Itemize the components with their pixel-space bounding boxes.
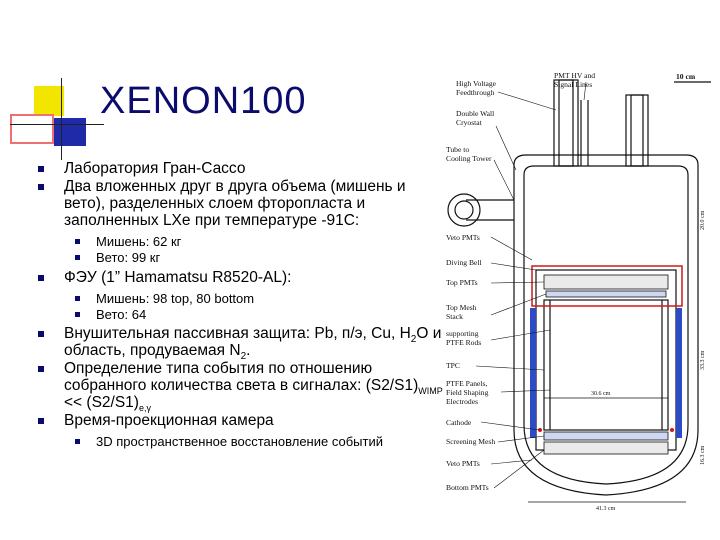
subscript: e,γ — [138, 403, 151, 414]
bullet-marker — [38, 418, 44, 424]
bullet-text: Лаборатория Гран-Сассо — [64, 160, 246, 177]
sub-bullet-target-mass: Мишень: 62 кг — [36, 234, 446, 250]
cooling-flange-inner — [454, 200, 474, 220]
sub-bullet-text: Вето: 64 — [96, 307, 147, 322]
bullet-text-part: << (S2/S1) — [64, 394, 139, 411]
subscript: 2 — [410, 334, 417, 346]
bullet-marker — [75, 296, 80, 301]
subscript: WIMP — [418, 386, 443, 397]
tpc-inner — [543, 299, 669, 431]
horizontal-rule — [10, 124, 104, 125]
label-hv2: Feedthrough — [456, 88, 495, 97]
blue-square — [54, 118, 86, 146]
bullet-marker — [38, 366, 44, 372]
bullet-marker — [75, 439, 80, 444]
corner-decoration — [0, 0, 110, 160]
bullet-marker — [38, 331, 44, 337]
bullet-text-part: Определение типа события по отношению со… — [64, 360, 419, 394]
label-dwc2: Cryostat — [456, 118, 483, 127]
label-cathode: Cathode — [446, 418, 472, 427]
cooling-flange — [447, 193, 481, 227]
label-dim-width: 30.6 cm — [591, 391, 611, 397]
bullet-volumes: Два вложенных друг в друга объема (мишен… — [36, 178, 446, 229]
bullet-shielding: Внушительная пассивная защита: Pb, п/э, … — [36, 325, 446, 363]
bullet-tpc: Время-проекционная камера — [36, 412, 446, 429]
bullet-text: Время-проекционная камера — [64, 412, 274, 429]
bullet-lab: Лаборатория Гран-Сассо — [36, 160, 446, 177]
right-chimney-inner — [630, 94, 644, 167]
label-dim-h2: 33.3 cm — [700, 350, 706, 370]
bottom-pmt-array — [543, 431, 669, 455]
label-bottom-pmts: Bottom PMTs — [446, 483, 489, 492]
label-tube: Tube to — [446, 145, 469, 154]
outer-cryostat — [513, 154, 699, 496]
left-chimney-inner — [558, 79, 574, 167]
label-mesh: Top Mesh — [446, 303, 477, 312]
label-ptfe2: PTFE Rods — [446, 338, 481, 347]
label-ptfe: supporting — [446, 329, 479, 338]
sub-bullet-3d: 3D пространственное восстановление событ… — [36, 434, 446, 450]
label-ptfe-panels2: Field Shaping — [446, 388, 489, 397]
label-dim-h1: 20.0 cm — [700, 210, 706, 230]
bullet-text: ФЭУ (1” Hamamatsu R8520-AL): — [64, 269, 292, 286]
label-dim-outer: 41.3 cm — [596, 506, 616, 512]
sub-bullet-target-pmts: Мишень: 98 top, 80 bottom — [36, 291, 446, 307]
detector-diagram: High Voltage Feedthrough PMT HV and Sign… — [446, 71, 711, 512]
label-screen: Screening Mesh — [446, 437, 495, 446]
yellow-square — [34, 86, 64, 116]
label-ptfe-panels: PTFE Panels, — [446, 379, 487, 388]
label-ptfe-panels3: Electrodes — [446, 397, 478, 406]
bullet-event-type: Определение типа события по отношению со… — [36, 360, 446, 414]
sub-bullet-text: Мишень: 98 top, 80 bottom — [96, 291, 255, 306]
veto-panel-left — [530, 308, 536, 438]
bullet-text-part: . — [246, 342, 251, 359]
top-pmt-array — [543, 274, 669, 298]
label-bell: Diving Bell — [446, 258, 482, 267]
sub-bullet-veto-mass: Вето: 99 кг — [36, 250, 446, 266]
label-hv: High Voltage — [456, 79, 497, 88]
bullet-marker — [75, 239, 80, 244]
label-dim-h3: 16.3 cm — [700, 445, 706, 465]
bullet-pmt: ФЭУ (1” Hamamatsu R8520-AL): — [36, 269, 446, 286]
label-tpc: TPC — [446, 361, 460, 370]
label-veto-top: Veto PMTs — [446, 233, 480, 242]
inner-cryostat — [523, 165, 689, 485]
sub-bullet-veto-pmts: Вето: 64 — [36, 307, 446, 323]
bullet-text-part: O и область, продуваемая N — [64, 325, 442, 359]
left-chimney — [553, 79, 579, 167]
veto-panel-right — [676, 308, 682, 438]
bullet-marker — [75, 255, 80, 260]
bullet-text: Два вложенных друг в друга объема (мишен… — [64, 178, 406, 229]
vertical-rule — [61, 78, 62, 160]
sub-bullet-text: Вето: 99 кг — [96, 250, 161, 265]
diving-bell — [531, 265, 683, 307]
bullet-marker — [38, 184, 44, 190]
label-tube2: Cooling Tower — [446, 154, 492, 163]
bullet-text-part: Внушительная пассивная защита: Pb, п/э, … — [64, 325, 411, 342]
cooling-tube — [466, 199, 514, 221]
label-dwc: Double Wall — [456, 109, 494, 118]
label-veto-bot: Veto PMTs — [446, 459, 480, 468]
slide-title: XENON100 — [100, 80, 307, 122]
label-mesh2: Stack — [446, 312, 463, 321]
subscript: 2 — [240, 351, 247, 363]
label-pmt-hv: PMT HV and — [554, 71, 595, 80]
leader-lines — [475, 81, 587, 489]
label-top-pmts: Top PMTs — [446, 278, 478, 287]
bullet-marker — [75, 312, 80, 317]
bullet-marker — [38, 166, 44, 172]
bullet-marker — [38, 275, 44, 281]
sub-bullet-text: 3D пространственное восстановление событ… — [96, 434, 383, 449]
label-scale: 10 cm — [676, 72, 696, 81]
bullet-list: Лаборатория Гран-Сассо Два вложенных дру… — [36, 160, 446, 450]
label-pmt-hv2: Signal Lines — [554, 80, 592, 89]
red-square — [10, 114, 54, 144]
sub-bullet-text: Мишень: 62 кг — [96, 234, 182, 249]
